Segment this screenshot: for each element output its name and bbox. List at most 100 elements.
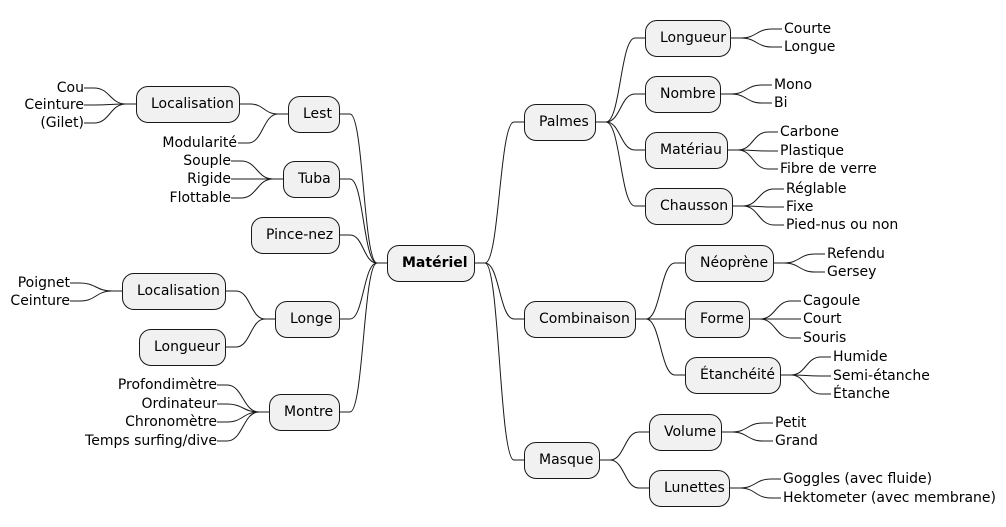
node-nombre[interactable]: Nombre (645, 76, 721, 113)
node-lest[interactable]: Lest (288, 96, 340, 133)
connector (750, 318, 801, 339)
connector (70, 282, 122, 292)
node-combinaison[interactable]: Combinaison (524, 301, 636, 338)
leaf-refendu: Refendu (827, 246, 885, 262)
connector (781, 356, 831, 376)
leaf-carbone: Carbone (780, 124, 840, 140)
connector (731, 37, 782, 48)
node-pince-nez[interactable]: Pince-nez (251, 217, 340, 254)
connector (721, 84, 772, 95)
leaf-plastique: Plastique (780, 143, 844, 159)
leaf-profondimetre: Profondimètre (117, 377, 217, 393)
node-longe-longueur[interactable]: Longueur (139, 329, 226, 366)
leaf-longue: Longue (784, 39, 836, 55)
connector (596, 121, 645, 207)
leaf-fibre-de-verre: Fibre de verre (780, 161, 877, 177)
connector (774, 262, 825, 273)
leaf-gersey: Gersey (827, 264, 877, 280)
leaf-souple: Souple (183, 153, 231, 169)
leaf-etanche: Étanche (833, 386, 890, 402)
leaf-grand: Grand (775, 433, 818, 449)
node-palmes-longueur[interactable]: Longueur (645, 20, 731, 57)
leaf-reglable: Réglable (786, 181, 847, 197)
leaf-cou: Cou (56, 80, 84, 96)
connector (600, 459, 649, 489)
edge-lest-localisation (240, 103, 288, 115)
leaf-fixe: Fixe (786, 199, 814, 215)
node-chausson[interactable]: Chausson (645, 188, 733, 225)
node-tuba[interactable]: Tuba (283, 161, 340, 198)
edge-masque (475, 262, 524, 461)
node-volume[interactable]: Volume (649, 414, 722, 451)
node-etancheite[interactable]: Étanchéité (685, 357, 781, 394)
leaf-cagoule: Cagoule (803, 293, 861, 309)
edge-pince-nez (340, 234, 387, 264)
leaf-hektometer: Hektometer (avec membrane) (783, 490, 997, 506)
connector (217, 411, 269, 442)
node-longe[interactable]: Longe (275, 301, 340, 338)
node-longe-localisation[interactable]: Localisation (122, 273, 226, 310)
edge-palmes (475, 121, 524, 264)
connector (70, 290, 122, 302)
connector (231, 160, 283, 180)
root-node[interactable]: Matériel (387, 245, 475, 282)
leaf-poignet: Poignet (17, 275, 70, 291)
edge-combinaison (475, 262, 524, 320)
leaf-rigide: Rigide (187, 171, 231, 187)
node-lest-localisation[interactable]: Localisation (136, 86, 240, 123)
connector (728, 131, 778, 151)
connector (84, 87, 136, 105)
leaf-pied-nus: Pied-nus ou non (786, 217, 899, 233)
connector (730, 478, 781, 489)
connector (721, 93, 772, 104)
connector (722, 422, 773, 433)
edge-lest (340, 113, 387, 264)
leaf-chronometre: Chronomètre (125, 414, 217, 430)
edge-modularite (238, 113, 288, 144)
leaf-ordinateur: Ordinateur (141, 396, 218, 412)
edge-longe (340, 262, 387, 320)
connector (596, 93, 645, 123)
leaf-flottable: Flottable (169, 190, 231, 206)
node-materiau[interactable]: Matériau (645, 132, 728, 169)
connector (596, 121, 645, 151)
leaf-gilet: (Gilet) (40, 115, 84, 131)
connector (636, 318, 685, 376)
connector (217, 411, 269, 423)
leaf-courte: Courte (784, 21, 832, 37)
node-lunettes[interactable]: Lunettes (649, 470, 730, 507)
leaf-goggles: Goggles (avec fluide) (783, 471, 933, 487)
connector (750, 300, 801, 320)
node-masque[interactable]: Masque (524, 442, 600, 479)
leaf-semi-etanche: Semi-étanche (833, 368, 930, 384)
connector (636, 262, 685, 320)
connector (781, 374, 831, 395)
edge-montre (340, 262, 387, 413)
leaf-souris: Souris (803, 330, 847, 346)
connector (600, 431, 649, 461)
edge-longe-localisation (226, 290, 275, 320)
connector (596, 37, 645, 123)
leaf-bi: Bi (774, 95, 788, 111)
connector (733, 188, 784, 207)
node-montre[interactable]: Montre (269, 394, 340, 431)
leaf-humide: Humide (833, 349, 888, 365)
leaf-modularite: Modularité (162, 135, 237, 151)
node-neoprene[interactable]: Néoprène (685, 245, 774, 282)
connector (217, 403, 269, 413)
leaf-mono: Mono (774, 77, 813, 93)
leaf-ceinture: Ceinture (24, 97, 84, 113)
leaf-court: Court (803, 311, 842, 327)
node-palmes[interactable]: Palmes (524, 104, 596, 141)
edge-tuba (340, 178, 387, 264)
node-forme[interactable]: Forme (685, 301, 750, 338)
leaf-ceinture-longe: Ceinture (10, 293, 70, 309)
connector (733, 205, 784, 226)
connector (731, 28, 782, 39)
connector (730, 487, 781, 499)
connector (84, 103, 136, 124)
edge-longe-longueur (226, 318, 275, 348)
connector (231, 178, 283, 199)
